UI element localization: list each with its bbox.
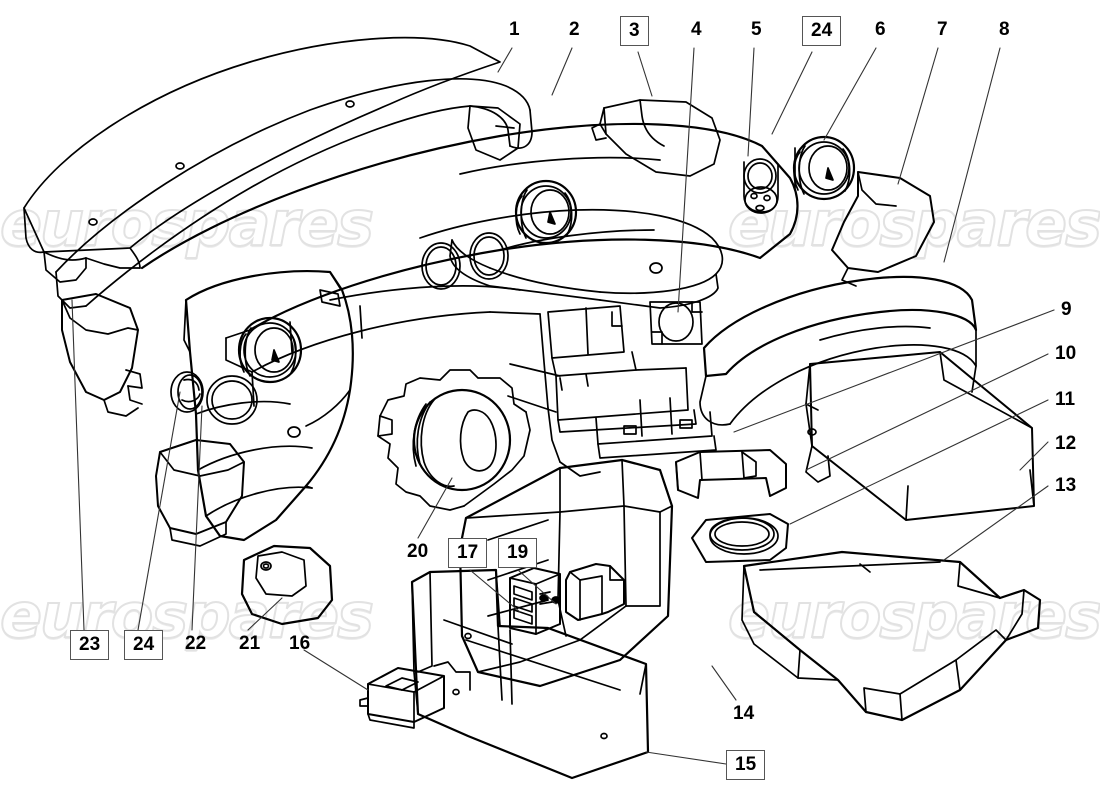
- part-8-dash-end-panel: [699, 275, 978, 426]
- part-14-tunnel-panel: [458, 458, 674, 688]
- callout-label-6[interactable]: 6: [875, 19, 886, 40]
- part-19-rocker-switch: [565, 563, 625, 621]
- part-4-console-insert: [649, 301, 703, 345]
- callout-label-3[interactable]: 3: [620, 16, 649, 46]
- callout-label-8[interactable]: 8: [999, 19, 1010, 40]
- part-5-vent-ring-small: [743, 158, 779, 214]
- part-21-trim-corner: [240, 544, 334, 626]
- callout-label-10[interactable]: 10: [1055, 343, 1077, 364]
- part-10-u-bracket: [675, 449, 787, 499]
- part-15-kick-panel: [410, 568, 650, 780]
- callout-label-19[interactable]: 19: [498, 538, 538, 568]
- leader-lines: [71, 47, 1055, 765]
- callout-label-20[interactable]: 20: [407, 541, 429, 562]
- part-2-pad-lower: [55, 78, 533, 309]
- callout-label-16[interactable]: 16: [289, 633, 311, 654]
- part-16-relay-box: [359, 667, 445, 729]
- part-17-switch-block: [509, 567, 561, 635]
- main-dashboard-body: [140, 122, 799, 477]
- instrument-carrier-frame: [377, 369, 531, 511]
- callout-label-9[interactable]: 9: [1061, 299, 1072, 320]
- callout-label-1[interactable]: 1: [509, 19, 520, 40]
- callout-label-17[interactable]: 17: [448, 538, 488, 568]
- callout-label-23[interactable]: 23: [70, 630, 110, 660]
- part-9-console-frame: [547, 305, 717, 459]
- part-6-air-vent-round: [792, 135, 856, 201]
- callout-label-2[interactable]: 2: [569, 19, 580, 40]
- part-22-left-dash-carrier: [183, 270, 354, 542]
- part-3-bracket: [591, 99, 721, 177]
- callout-label-15[interactable]: 15: [726, 750, 766, 780]
- callout-label-4[interactable]: 4: [691, 19, 702, 40]
- callout-label-11[interactable]: 11: [1055, 389, 1076, 410]
- callout-label-24b[interactable]: 24: [124, 630, 164, 660]
- left-lower-trim: [155, 439, 245, 547]
- part-7-side-trim-wedge: [831, 171, 935, 287]
- callout-label-7[interactable]: 7: [937, 19, 948, 40]
- callout-label-14[interactable]: 14: [733, 703, 755, 724]
- part-20-instrument-bezel: [412, 388, 512, 492]
- part-23-left-end-trim: [61, 293, 143, 417]
- callout-label-21[interactable]: 21: [239, 633, 261, 654]
- part-1-upper-cover: [23, 36, 501, 283]
- callout-label-12[interactable]: 12: [1055, 433, 1077, 454]
- callout-label-24a[interactable]: 24: [802, 16, 842, 46]
- callout-label-5[interactable]: 5: [751, 19, 762, 40]
- callout-label-13[interactable]: 13: [1055, 475, 1077, 496]
- part-24-round-plug: [170, 371, 204, 413]
- part-13-lower-right-panel: [741, 550, 1042, 722]
- callout-label-22[interactable]: 22: [185, 633, 207, 654]
- part-11-speaker-plate: [691, 513, 789, 563]
- part-cupholder-ring: [709, 517, 779, 555]
